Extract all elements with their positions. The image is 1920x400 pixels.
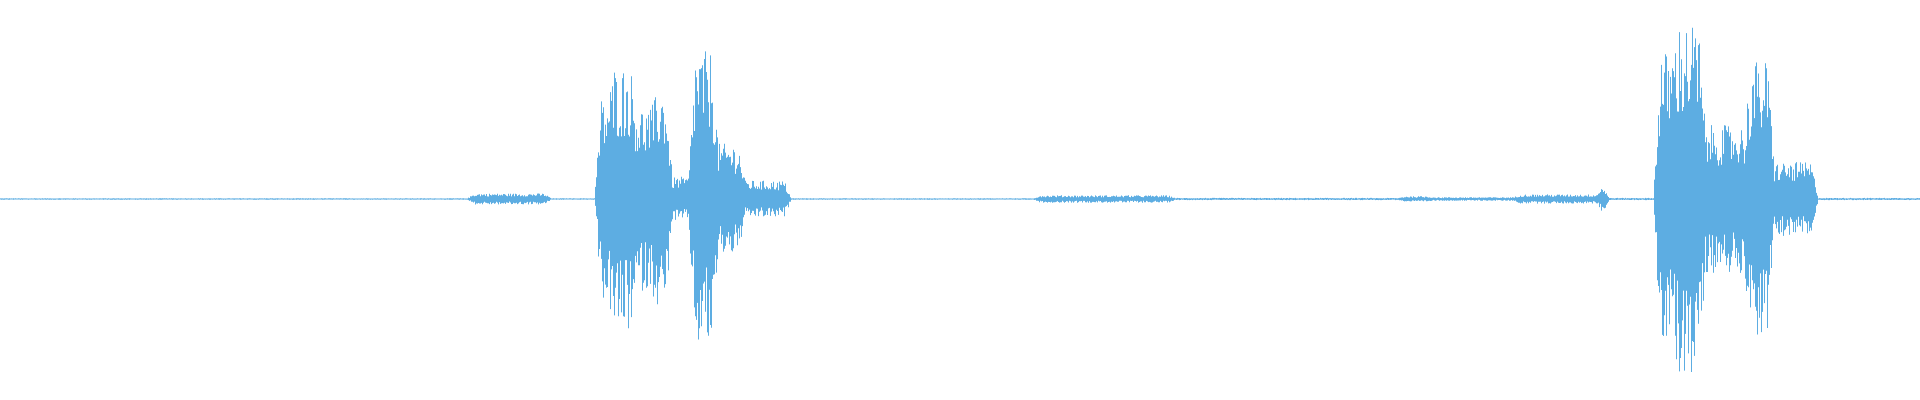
waveform-path	[0, 27, 1920, 372]
waveform-bars	[0, 27, 1920, 372]
